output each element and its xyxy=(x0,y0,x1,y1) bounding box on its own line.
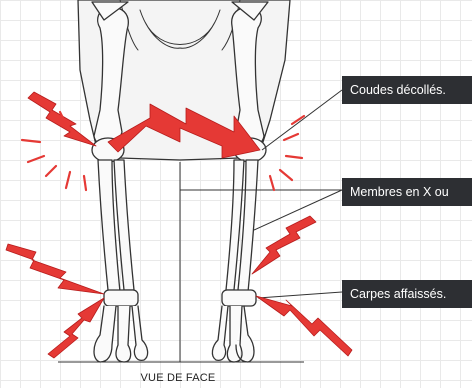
right-elbow-impact-marks xyxy=(270,116,304,190)
right-forearm-bolt xyxy=(252,216,316,274)
left-paw xyxy=(94,306,148,362)
left-carpus-bolt xyxy=(6,244,104,294)
view-caption: VUE DE FACE xyxy=(0,372,356,384)
right-paw xyxy=(212,306,254,362)
leader-carpus xyxy=(258,292,342,298)
label-limbs: Membres en X ou xyxy=(342,178,472,206)
label-carpus: Carpes affaissés. xyxy=(342,280,472,308)
right-paw-bolt xyxy=(256,296,352,356)
left-carpus xyxy=(104,290,138,306)
label-elbows: Coudes décollés. xyxy=(342,76,472,104)
left-elbow-impact-marks xyxy=(22,112,86,190)
right-carpus xyxy=(222,290,256,306)
